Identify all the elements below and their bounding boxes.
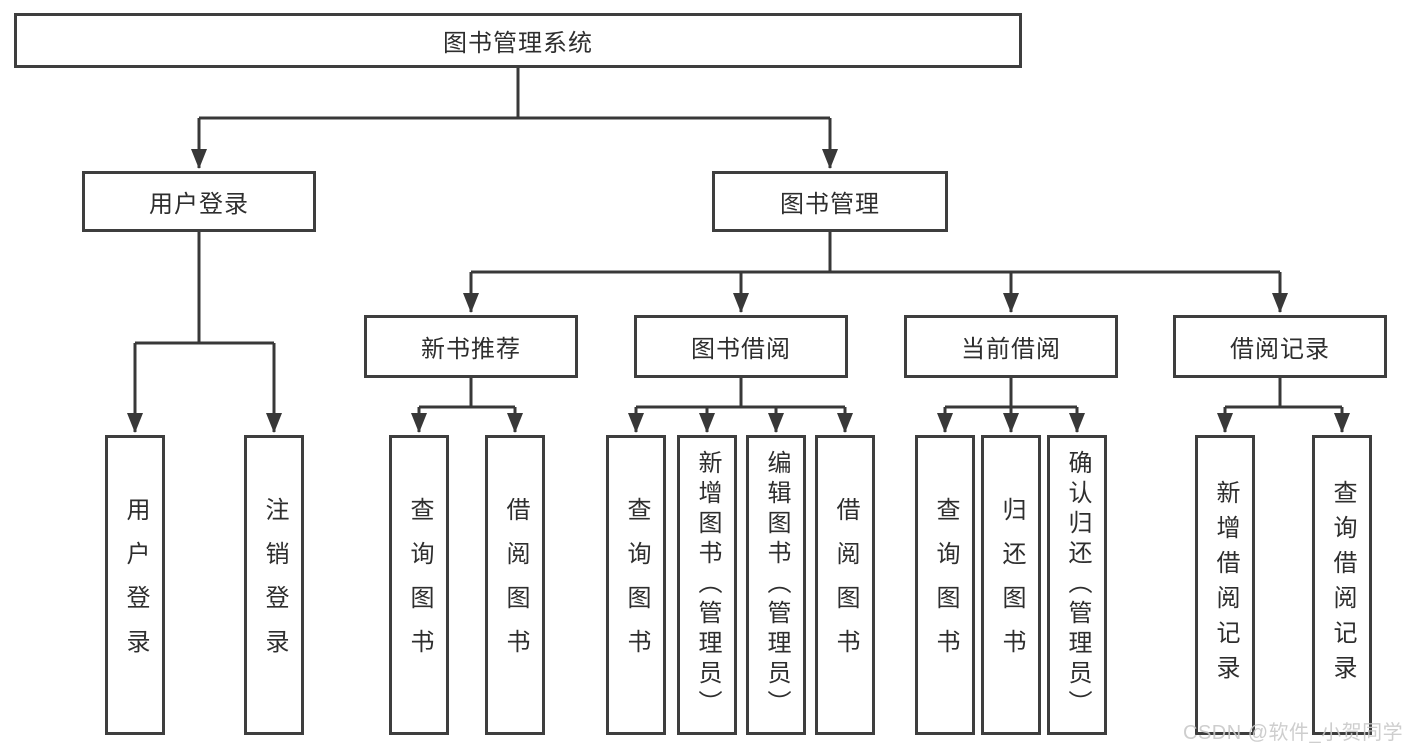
node-current-borrowing: 当前借阅 — [904, 315, 1118, 378]
leaf-return-books: 归还图书 — [981, 435, 1041, 735]
node-user-login: 用户登录 — [82, 171, 316, 232]
leaf-query-books-borrowing: 查询图书 — [606, 435, 666, 735]
leaf-query-books-recommend: 查询图书 — [389, 435, 449, 735]
csdn-watermark: CSDN @软件_小贺同学 — [1183, 722, 1404, 744]
node-book-management: 图书管理 — [712, 171, 948, 232]
leaf-borrow-books-recommend: 借阅图书 — [485, 435, 545, 735]
node-new-book-recommendation: 新书推荐 — [364, 315, 578, 378]
leaf-add-borrow-record: 新增借阅记录 — [1195, 435, 1255, 735]
node-library-system: 图书管理系统 — [14, 13, 1022, 68]
leaf-add-book-admin: 新增图书（管理员） — [677, 435, 737, 735]
leaf-user-login: 用户登录 — [105, 435, 165, 735]
leaf-edit-book-admin: 编辑图书（管理员） — [746, 435, 806, 735]
leaf-logout-login: 注销登录 — [244, 435, 304, 735]
node-book-borrowing: 图书借阅 — [634, 315, 848, 378]
node-borrowing-records: 借阅记录 — [1173, 315, 1387, 378]
leaf-borrow-books: 借阅图书 — [815, 435, 875, 735]
leaf-query-borrow-record: 查询借阅记录 — [1312, 435, 1372, 735]
leaf-query-books-current: 查询图书 — [915, 435, 975, 735]
leaf-confirm-return-admin: 确认归还（管理员） — [1047, 435, 1107, 735]
